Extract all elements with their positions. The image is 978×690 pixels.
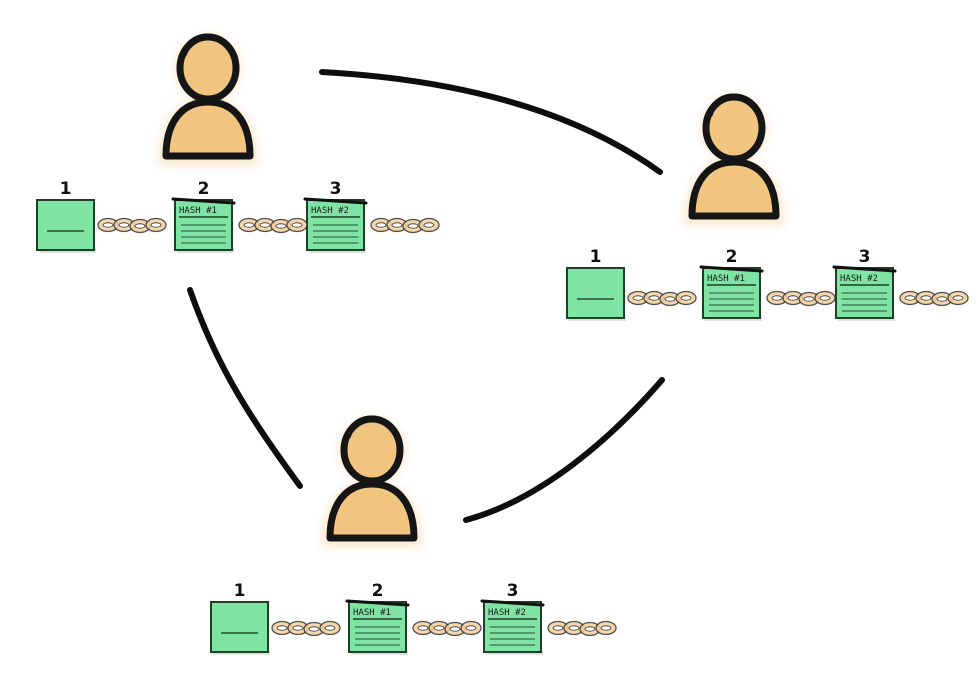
block-number: 1 <box>234 581 246 601</box>
block-hash-label: HASH #1 <box>707 274 745 284</box>
chain-link-icon <box>766 290 836 307</box>
block-hash-label: HASH #2 <box>488 608 526 618</box>
block-icon <box>566 267 625 319</box>
chain-link-icon <box>547 620 617 637</box>
block-number: 2 <box>726 247 738 267</box>
block-number: 3 <box>330 179 342 199</box>
block-1: 1 <box>566 247 626 321</box>
block-number: 1 <box>60 179 72 199</box>
block-icon <box>36 199 95 251</box>
block-icon <box>210 601 269 653</box>
connection-line-top-right <box>319 69 663 175</box>
block-number: 3 <box>507 581 519 601</box>
person-icon <box>321 415 423 548</box>
person-icon <box>683 93 785 226</box>
block-number: 2 <box>198 179 210 199</box>
block-1: 1 <box>36 179 96 253</box>
person-icon <box>157 33 259 166</box>
block-number: 2 <box>372 581 384 601</box>
chain-link-icon <box>271 620 341 637</box>
block-number: 3 <box>859 247 871 267</box>
chain-link-icon <box>412 620 482 637</box>
block-hash-label: HASH #2 <box>840 274 878 284</box>
block-hash-label: HASH #2 <box>311 206 349 216</box>
block-hash-label: HASH #1 <box>353 608 391 618</box>
chain-link-icon <box>238 217 308 234</box>
chain-link-icon <box>899 290 969 307</box>
chain-link-icon <box>627 290 697 307</box>
block-1: 1 <box>210 581 270 655</box>
connection-line-top-bottom <box>187 287 303 489</box>
connections <box>187 69 665 523</box>
chain-link-icon <box>97 217 167 234</box>
block-number: 1 <box>590 247 602 267</box>
connection-line-right-bottom <box>463 377 665 523</box>
chain-link-icon <box>370 217 440 234</box>
block-hash-label: HASH #1 <box>179 206 217 216</box>
